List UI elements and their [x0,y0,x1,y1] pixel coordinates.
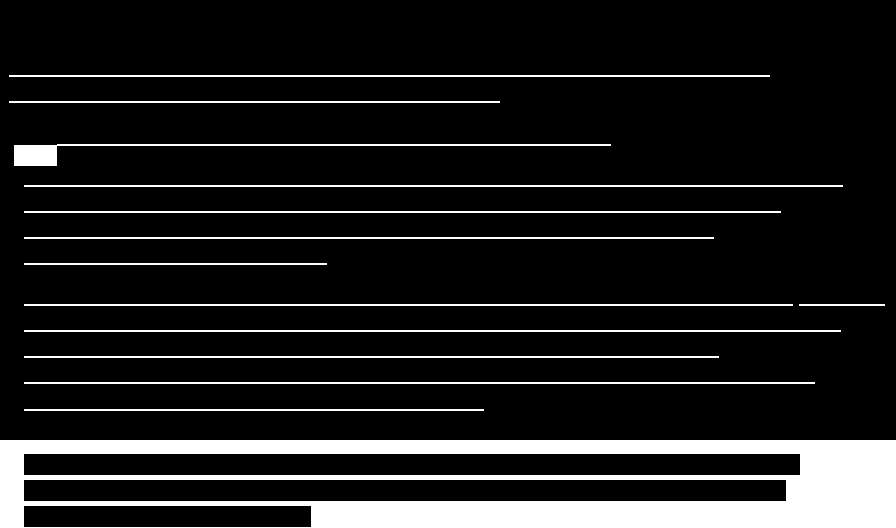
text-line-6 [24,237,714,239]
text-line-4 [24,185,843,187]
text-line-10 [24,356,719,358]
text-line-11 [24,382,815,384]
text-line-12 [24,409,484,411]
redaction-bar-3 [24,506,311,527]
text-line-9 [24,330,841,332]
text-line-2 [9,101,500,103]
text-line-8 [24,304,793,306]
text-line-8b [799,304,885,306]
dark-content-panel [0,0,896,440]
text-line-5 [24,211,781,213]
text-line-3 [57,144,611,146]
redaction-bar-2 [24,480,786,501]
redaction-bar-1 [24,454,800,475]
highlight-tag [14,145,57,166]
text-line-7 [24,263,327,265]
text-line-1 [9,75,770,77]
light-content-panel [0,440,896,528]
